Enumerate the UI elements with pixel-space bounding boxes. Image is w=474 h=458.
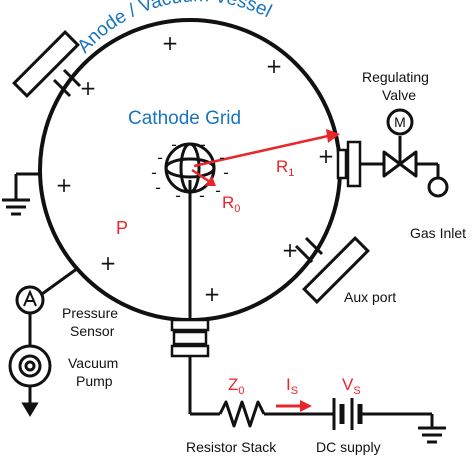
pressure-sensor-assembly	[8, 266, 79, 417]
resistor-stack-label: Resistor Stack	[186, 439, 277, 455]
pressure-symbol: P	[116, 218, 128, 238]
minus-charge: -	[223, 163, 229, 182]
cathode-label: Cathode Grid	[128, 108, 241, 129]
plus-charge: +	[80, 76, 97, 100]
minus-charge: -	[155, 178, 161, 197]
impedance-label: Z0	[228, 375, 245, 397]
vacuum-pump-label-line2: Pump	[76, 373, 113, 389]
valve-label-line1: Regulating	[362, 69, 429, 85]
resistor-icon	[218, 400, 266, 428]
motor-valve-icon	[386, 108, 414, 136]
viewport-top-left	[12, 30, 82, 98]
ground-icon	[2, 172, 40, 216]
plus-charge: +	[318, 144, 335, 168]
plus-charge: +	[266, 54, 283, 78]
minus-charge: -	[157, 148, 163, 167]
cathode-grid	[164, 142, 216, 194]
minus-charge: -	[175, 186, 181, 205]
pressure-sensor-label-line1: Pressure	[62, 305, 118, 321]
vacuum-pump-label-line1: Vacuum	[68, 355, 118, 371]
plus-charge: +	[204, 282, 221, 306]
valve-label-line2: Valve	[382, 87, 416, 103]
negative-charges: - - - - - - - - - -	[151, 135, 229, 205]
radius-r0-label: R0	[222, 193, 240, 215]
aux-port-label: Aux port	[344, 289, 396, 305]
minus-charge: -	[171, 135, 177, 154]
plus-charge: +	[282, 238, 299, 262]
plus-charge: +	[100, 251, 117, 275]
gas-inlet-label: Gas Inlet	[410, 225, 466, 241]
gas-inlet-assembly	[336, 108, 449, 198]
current-arrow	[276, 400, 312, 412]
plus-charge: +	[56, 173, 73, 197]
minus-charge: -	[200, 135, 206, 154]
minus-charge: -	[151, 163, 157, 182]
feedthrough	[170, 180, 220, 416]
radius-r0-arrow	[191, 168, 216, 186]
minus-charge: -	[215, 181, 221, 200]
current-label: IS	[286, 375, 298, 397]
battery-icon	[332, 398, 446, 444]
vacuum-pump-icon	[8, 344, 52, 388]
dc-supply-label: DC supply	[316, 439, 381, 455]
radius-r1-arrow	[193, 129, 340, 168]
positive-charges: + + + + + + + +	[56, 31, 335, 306]
plus-charge: +	[162, 31, 179, 55]
voltage-label: VS	[342, 375, 361, 397]
minus-charge: -	[219, 148, 225, 167]
aux-port-flange	[294, 236, 370, 304]
motor-valve-letter: M	[394, 114, 406, 130]
radius-r1-label: R1	[276, 157, 294, 179]
pressure-sensor-label-line2: Sensor	[70, 323, 115, 339]
minus-charge: -	[199, 186, 205, 205]
gas-inlet-port	[427, 176, 449, 198]
